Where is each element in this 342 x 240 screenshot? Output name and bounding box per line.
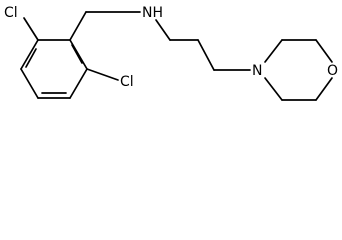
ring-bond — [264, 77, 283, 101]
atom-morpholine-n: N — [252, 63, 262, 79]
ring-bond — [20, 39, 39, 70]
bond-cl-bottom — [86, 68, 119, 81]
structure-diagram: Cl Cl NH N O — [4, 5, 338, 101]
ring-bond — [315, 77, 333, 101]
atom-amine: NH — [142, 5, 163, 21]
ring-double-bond — [25, 48, 37, 68]
bond-chain — [197, 39, 215, 71]
atom-morpholine-o: O — [327, 63, 338, 79]
benzene-ring — [20, 39, 88, 99]
morpholine-ring — [264, 39, 333, 101]
ring-bond — [264, 39, 283, 63]
ring-bond — [315, 39, 333, 63]
atom-cl-bottom: Cl — [120, 74, 134, 90]
ring-bond — [20, 68, 39, 99]
bond-nh-chain — [155, 19, 171, 41]
bond-cl-top — [23, 17, 39, 41]
bond-ring-ch2 — [69, 11, 87, 41]
atom-cl-top: Cl — [4, 5, 18, 21]
ring-double-bond — [71, 44, 83, 64]
ring-bond — [69, 39, 88, 70]
ring-bond — [69, 68, 88, 99]
